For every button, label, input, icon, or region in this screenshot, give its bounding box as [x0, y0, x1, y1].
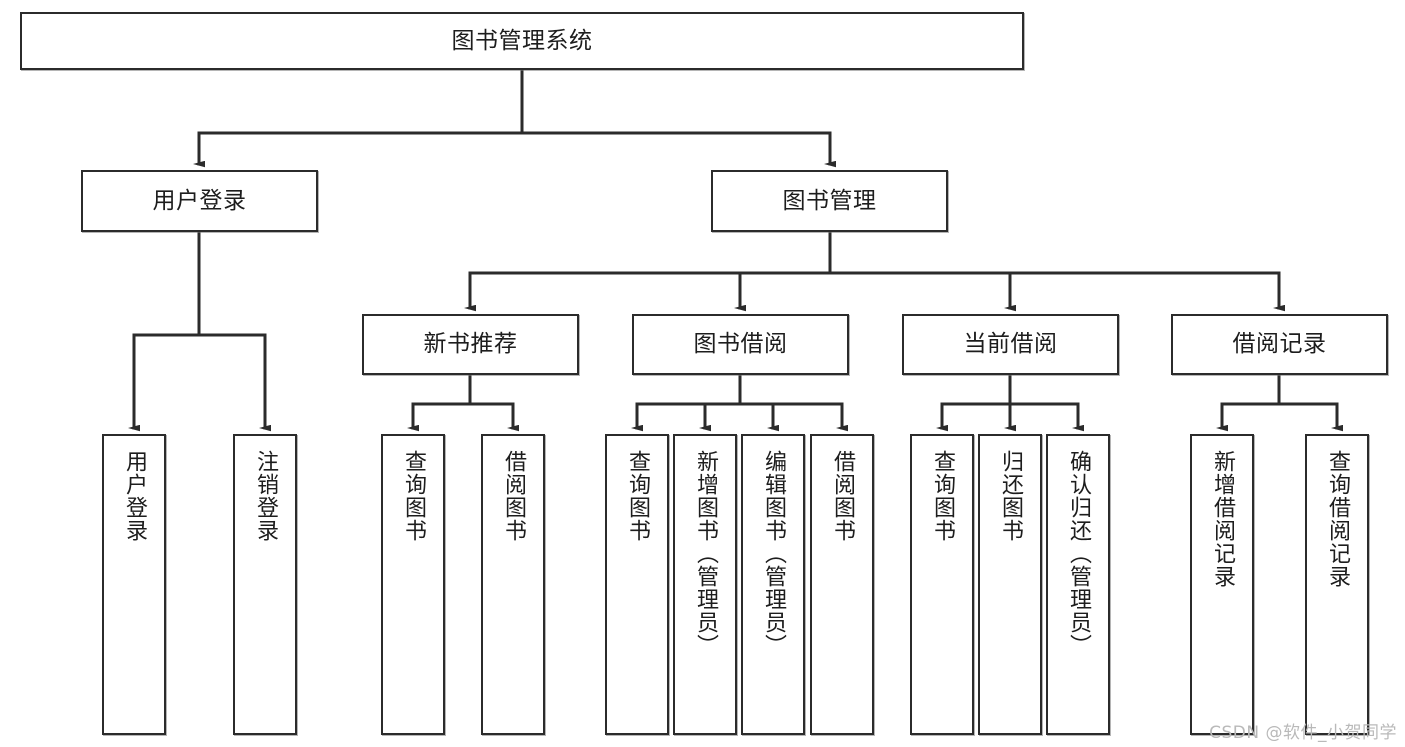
- node-leaf-query-book-2-label: 查询图书: [624, 450, 650, 542]
- node-new-book-recommend[interactable]: 新书推荐: [362, 314, 579, 375]
- node-borrow-record-label: 借阅记录: [1232, 331, 1327, 358]
- node-leaf-query-book-1-label: 查询图书: [400, 450, 426, 542]
- node-leaf-query-book-2[interactable]: 查询图书: [605, 434, 669, 735]
- node-book-manage[interactable]: 图书管理: [711, 170, 948, 232]
- node-book-borrow[interactable]: 图书借阅: [632, 314, 849, 375]
- node-leaf-logout-login[interactable]: 注销登录: [233, 434, 297, 735]
- node-leaf-borrow-book-1-label: 借阅图书: [500, 450, 526, 542]
- node-user-login-label: 用户登录: [152, 187, 247, 214]
- node-leaf-query-book-3-label: 查询图书: [929, 450, 955, 542]
- node-leaf-add-book-label: 新增图书（管理员）: [692, 450, 718, 657]
- node-new-book-recommend-label: 新书推荐: [423, 331, 518, 358]
- node-book-borrow-label: 图书借阅: [693, 331, 788, 358]
- node-root-book-management-system[interactable]: 图书管理系统: [20, 12, 1024, 70]
- node-current-borrow-label: 当前借阅: [963, 331, 1058, 358]
- node-leaf-user-login-label: 用户登录: [121, 450, 147, 542]
- node-root-label: 图书管理系统: [451, 27, 593, 54]
- node-borrow-record[interactable]: 借阅记录: [1171, 314, 1388, 375]
- node-leaf-confirm-return[interactable]: 确认归还（管理员）: [1046, 434, 1110, 735]
- csdn-watermark: CSDN @软件_小贺同学: [1209, 723, 1397, 743]
- node-current-borrow[interactable]: 当前借阅: [902, 314, 1119, 375]
- node-leaf-return-book[interactable]: 归还图书: [978, 434, 1042, 735]
- node-leaf-query-book-1[interactable]: 查询图书: [381, 434, 445, 735]
- node-user-login[interactable]: 用户登录: [81, 170, 318, 232]
- node-leaf-return-book-label: 归还图书: [997, 450, 1023, 542]
- node-leaf-query-book-3[interactable]: 查询图书: [910, 434, 974, 735]
- node-leaf-edit-book-label: 编辑图书（管理员）: [760, 450, 786, 657]
- node-leaf-borrow-book-2[interactable]: 借阅图书: [810, 434, 874, 735]
- node-leaf-add-record-label: 新增借阅记录: [1209, 450, 1235, 588]
- node-leaf-user-login[interactable]: 用户登录: [102, 434, 166, 735]
- node-leaf-logout-login-label: 注销登录: [252, 450, 278, 542]
- node-leaf-borrow-book-1[interactable]: 借阅图书: [481, 434, 545, 735]
- node-book-manage-label: 图书管理: [782, 187, 877, 214]
- node-leaf-borrow-book-2-label: 借阅图书: [829, 450, 855, 542]
- node-leaf-confirm-return-label: 确认归还（管理员）: [1065, 450, 1091, 657]
- node-leaf-add-book[interactable]: 新增图书（管理员）: [673, 434, 737, 735]
- node-leaf-add-record[interactable]: 新增借阅记录: [1190, 434, 1254, 735]
- node-leaf-query-record-label: 查询借阅记录: [1324, 450, 1350, 588]
- node-leaf-query-record[interactable]: 查询借阅记录: [1305, 434, 1369, 735]
- node-leaf-edit-book[interactable]: 编辑图书（管理员）: [741, 434, 805, 735]
